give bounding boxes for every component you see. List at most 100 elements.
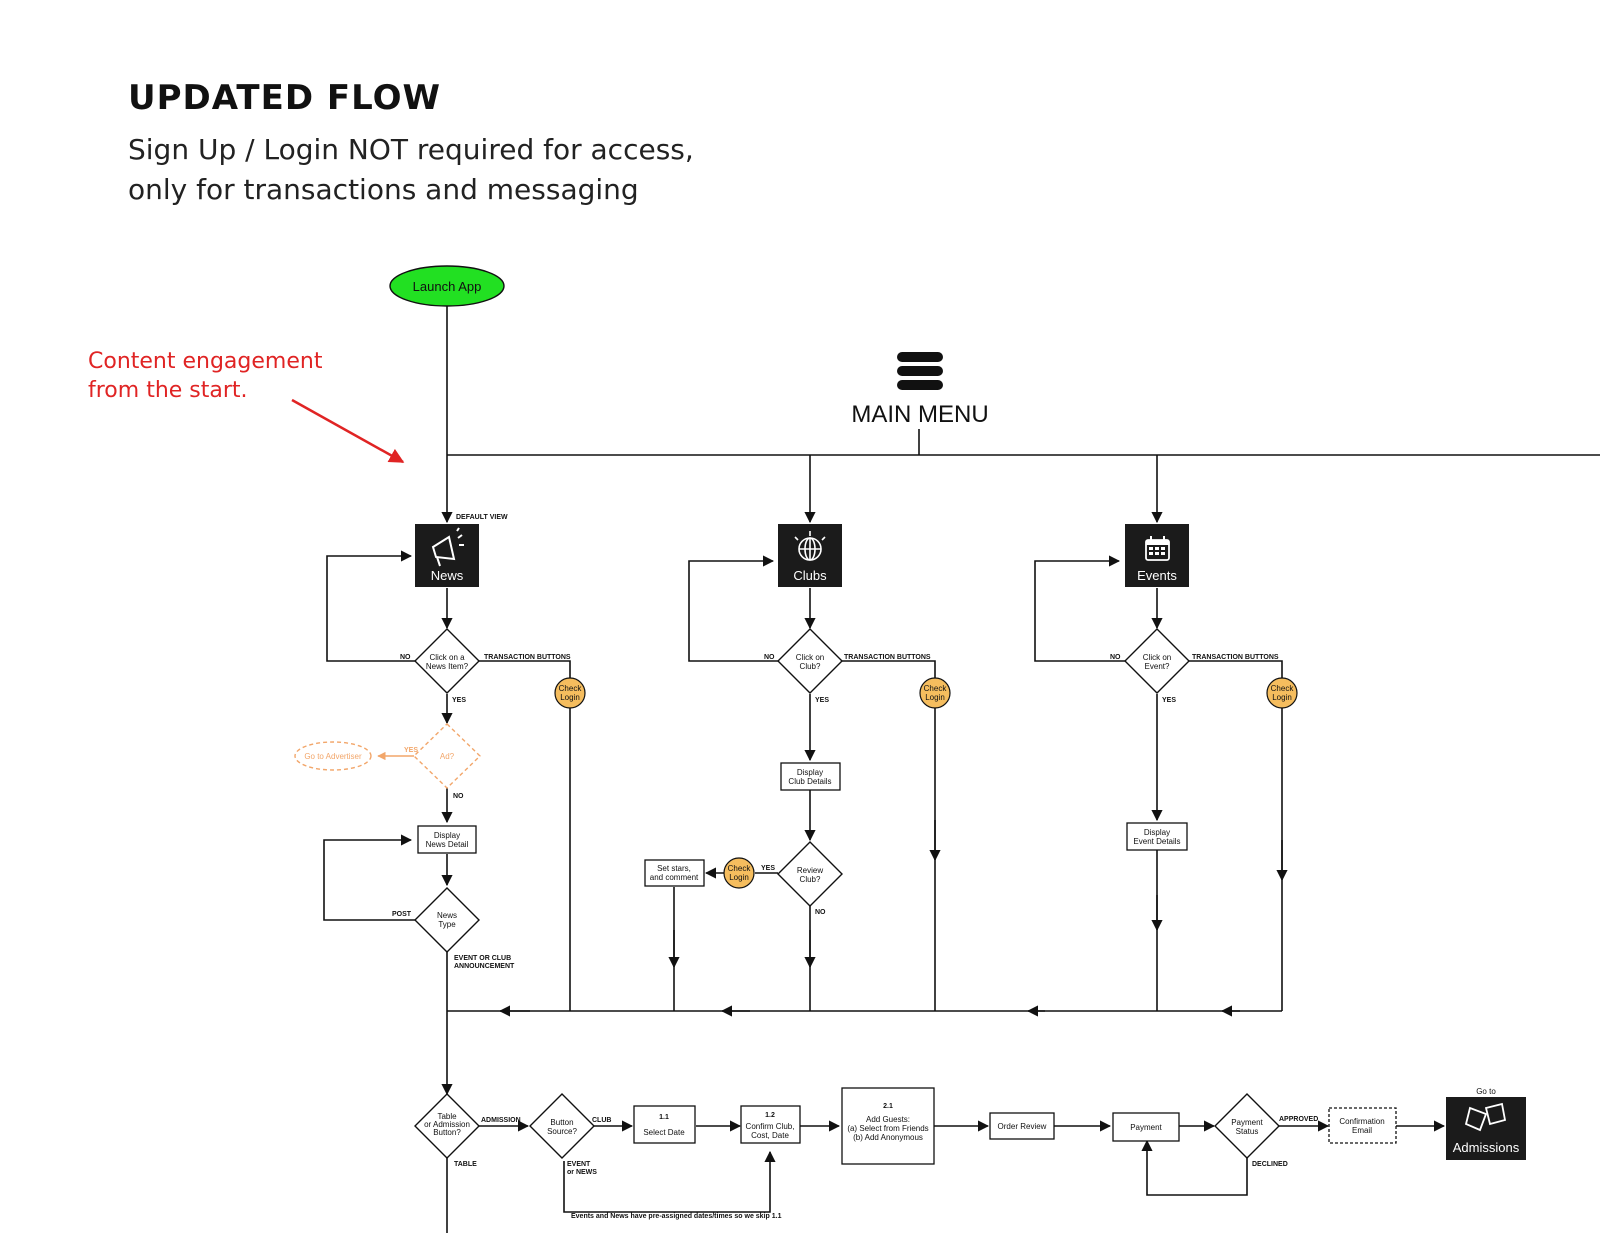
clubs-tile: Clubs: [778, 524, 842, 587]
svg-text:Event Details: Event Details: [1133, 837, 1180, 846]
confirm-club-box: 1.2 Confirm Club, Cost, Date: [740, 1105, 801, 1144]
svg-text:Event?: Event?: [1145, 662, 1170, 671]
button-source-decision: Button Source?: [529, 1093, 595, 1159]
svg-text:Display: Display: [434, 831, 460, 840]
svg-text:Go to Advertiser: Go to Advertiser: [304, 752, 362, 761]
club-no-label: NO: [764, 654, 775, 661]
payment-box: Payment: [1112, 1112, 1180, 1142]
review-check-login: Check Login: [723, 857, 755, 889]
svg-text:Login: Login: [1272, 693, 1292, 702]
clubs-tile-label: Clubs: [793, 568, 827, 583]
display-event-details-box: Display Event Details: [1126, 822, 1188, 851]
go-to-advertiser-node: Go to Advertiser: [294, 741, 372, 771]
news-transaction-label: TRANSACTION BUTTONS: [484, 654, 571, 661]
event-or-club-label-1: EVENT OR CLUB: [454, 955, 511, 962]
event-transaction-label: TRANSACTION BUTTONS: [1192, 654, 1279, 661]
main-menu-label: MAIN MENU: [851, 401, 988, 428]
svg-text:Check: Check: [728, 864, 752, 873]
display-club-details-box: Display Club Details: [780, 762, 841, 791]
admissions-tile-label: Admissions: [1453, 1140, 1520, 1155]
svg-text:Payment: Payment: [1231, 1118, 1263, 1127]
review-club-decision: Review Club?: [777, 841, 843, 907]
ad-no-label: NO: [453, 793, 464, 800]
svg-text:Table: Table: [437, 1112, 457, 1121]
disco-ball-icon: [794, 531, 826, 561]
post-label: POST: [392, 911, 412, 918]
event-check-login: Check Login: [1266, 677, 1298, 709]
events-tile: Events: [1125, 524, 1189, 587]
order-review-box: Order Review: [989, 1112, 1055, 1140]
svg-text:News Detail: News Detail: [426, 840, 469, 849]
svg-text:Source?: Source?: [547, 1127, 577, 1136]
news-tile: News: [415, 524, 479, 587]
callout-line-1: Content engagement: [88, 349, 323, 374]
svg-text:and comment: and comment: [650, 873, 699, 882]
svg-text:Status: Status: [1236, 1127, 1259, 1136]
svg-text:Display: Display: [797, 768, 823, 777]
svg-text:Login: Login: [729, 873, 749, 882]
svg-text:Club?: Club?: [800, 662, 821, 671]
table-label: TABLE: [454, 1161, 477, 1168]
news-no-label: NO: [400, 654, 411, 661]
svg-text:Confirm Club,: Confirm Club,: [746, 1122, 795, 1131]
svg-text:Login: Login: [925, 693, 945, 702]
main-menu-node: MAIN MENU: [851, 352, 989, 428]
subtitle-line-1: Sign Up / Login NOT required for access,: [128, 133, 694, 166]
svg-text:(a) Select from Friends: (a) Select from Friends: [847, 1124, 928, 1133]
club-branch-label: CLUB: [592, 1117, 611, 1124]
news-type-decision: News Type: [414, 887, 480, 953]
svg-text:Click on: Click on: [1143, 653, 1171, 662]
confirmation-email-box: Confirmation Email: [1328, 1107, 1397, 1144]
svg-text:Club Details: Club Details: [788, 777, 831, 786]
callout-arrow: [291, 398, 405, 464]
svg-text:Click on: Click on: [796, 653, 824, 662]
set-stars-box: Set stars, and comment: [644, 859, 705, 887]
svg-text:Button: Button: [550, 1118, 573, 1127]
svg-text:Email: Email: [1352, 1126, 1372, 1135]
go-to-label: Go to: [1476, 1087, 1496, 1096]
tickets-icon: [1464, 1102, 1507, 1132]
launch-app-node: Launch App: [389, 265, 505, 307]
callout-line-2: from the start.: [88, 378, 248, 403]
svg-text:Check: Check: [1271, 684, 1295, 693]
svg-text:Confirmation: Confirmation: [1339, 1117, 1384, 1126]
svg-text:Add Guests:: Add Guests:: [866, 1115, 910, 1124]
svg-text:Select Date: Select Date: [643, 1128, 685, 1137]
event-branch-label-1: EVENT: [567, 1161, 591, 1168]
event-no-label: NO: [1110, 654, 1121, 661]
page-title: UPDATED FLOW: [128, 78, 441, 118]
club-decision: Click on Club?: [777, 628, 843, 694]
admission-label: ADMISSION: [481, 1117, 521, 1124]
svg-text:News: News: [437, 911, 457, 920]
event-decision: Click on Event?: [1124, 628, 1190, 694]
svg-text:Review: Review: [797, 866, 823, 875]
svg-text:Type: Type: [438, 920, 456, 929]
svg-text:News Item?: News Item?: [426, 662, 469, 671]
event-or-club-label-2: ANNOUNCEMENT: [454, 963, 515, 970]
display-news-detail-box: Display News Detail: [417, 825, 477, 854]
review-yes-label: YES: [761, 865, 775, 872]
svg-text:Button?: Button?: [433, 1128, 461, 1137]
select-date-box: 1.1 Select Date: [633, 1105, 696, 1144]
calendar-icon: [1145, 536, 1170, 561]
events-tile-label: Events: [1137, 568, 1177, 583]
club-check-login: Check Login: [919, 677, 951, 709]
svg-text:Club?: Club?: [800, 875, 821, 884]
approved-label: APPROVED: [1279, 1116, 1318, 1123]
event-branch-label-2: or NEWS: [567, 1169, 597, 1176]
skip-note: Events and News have pre-assigned dates/…: [571, 1213, 782, 1220]
club-transaction-label: TRANSACTION BUTTONS: [844, 654, 931, 661]
svg-text:Check: Check: [559, 684, 583, 693]
launch-app-label: Launch App: [413, 279, 482, 294]
svg-text:2.1: 2.1: [883, 1103, 893, 1110]
declined-label: DECLINED: [1252, 1161, 1288, 1168]
svg-text:(b) Add Anonymous: (b) Add Anonymous: [853, 1133, 923, 1142]
news-item-decision: Click on a News Item?: [414, 628, 480, 694]
news-check-login: Check Login: [554, 677, 586, 709]
news-yes-label: YES: [452, 697, 466, 704]
page-subtitle: Sign Up / Login NOT required for access,…: [128, 130, 694, 210]
hamburger-menu-icon: [897, 352, 943, 390]
svg-text:1.2: 1.2: [765, 1112, 775, 1119]
svg-text:Ad?: Ad?: [440, 752, 455, 761]
